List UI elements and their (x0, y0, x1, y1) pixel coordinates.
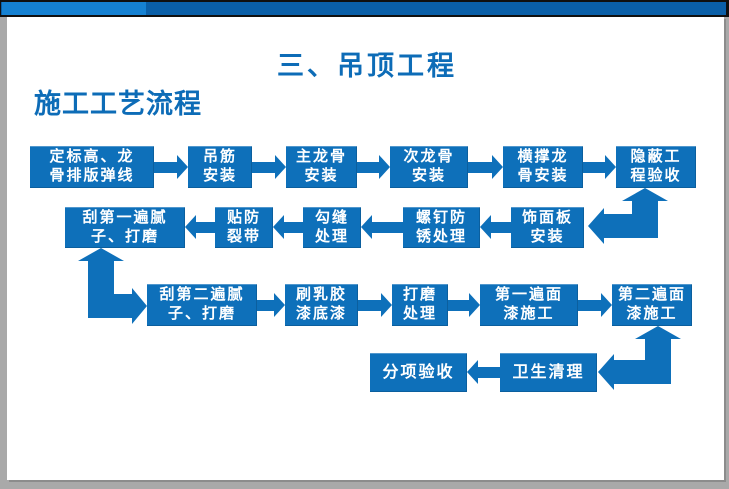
elbow-arrow-icon (598, 326, 681, 390)
slide-title: 三、吊顶工程 (277, 51, 457, 81)
flow-step-r4c2: 卫生清理 (500, 353, 597, 392)
flow-step-r1c6: 隐蔽工 程验收 (616, 146, 696, 188)
flow-step-r1c2: 吊筋 安装 (188, 146, 252, 188)
arrow-right-icon (578, 293, 612, 318)
arrow-left-icon (185, 215, 215, 240)
flow-step-r3c1: 刮第二遍腻 子、打磨 (147, 284, 257, 326)
flow-step-r2c5: 饰面板 安装 (511, 207, 584, 248)
flow-step-r3c4: 第一遍面 漆施工 (480, 284, 578, 326)
flow-step-r1c3: 主龙骨 安装 (286, 146, 357, 188)
top-bar-fill (1, 2, 726, 15)
elbow-arrow-icon (588, 188, 672, 244)
arrow-left-icon (467, 360, 500, 385)
arrow-right-icon (257, 293, 285, 318)
arrow-right-icon (358, 293, 392, 318)
flow-step-r1c1: 定标高、龙 骨排版弹线 (30, 146, 154, 188)
arrow-right-icon (252, 155, 286, 180)
flow-step-r1c4: 次龙骨 安装 (390, 146, 468, 188)
arrow-right-icon (357, 155, 390, 180)
elbow-arrow-icon (78, 248, 147, 324)
flow-step-r1c5: 横撑龙 骨安装 (503, 146, 583, 188)
arrow-right-icon (154, 155, 188, 180)
flow-step-r2c2: 贴防 裂带 (215, 207, 273, 248)
slide-subtitle: 施工工艺流程 (34, 89, 202, 119)
flow-step-r2c4: 螺钉防 锈处理 (403, 207, 480, 248)
flow-step-r3c2: 刷乳胶 漆底漆 (285, 284, 358, 326)
flow-step-r2c1: 刮第一遍腻 子、打磨 (65, 207, 185, 248)
flow-step-r3c5: 第二遍面 漆施工 (612, 284, 692, 326)
arrow-right-icon (448, 293, 480, 318)
flow-step-r3c3: 打磨 处理 (392, 284, 448, 326)
flow-step-r4c1: 分项验收 (370, 353, 467, 392)
arrow-right-icon (468, 155, 503, 180)
top-bar-accent (2, 2, 146, 15)
arrow-left-icon (273, 215, 303, 240)
flow-step-r2c3: 勾缝 处理 (303, 207, 361, 248)
arrow-left-icon (361, 215, 403, 240)
arrow-right-icon (583, 155, 616, 180)
window-top-bar (0, 0, 729, 17)
arrow-left-icon (480, 215, 511, 240)
slide-page (7, 17, 724, 480)
